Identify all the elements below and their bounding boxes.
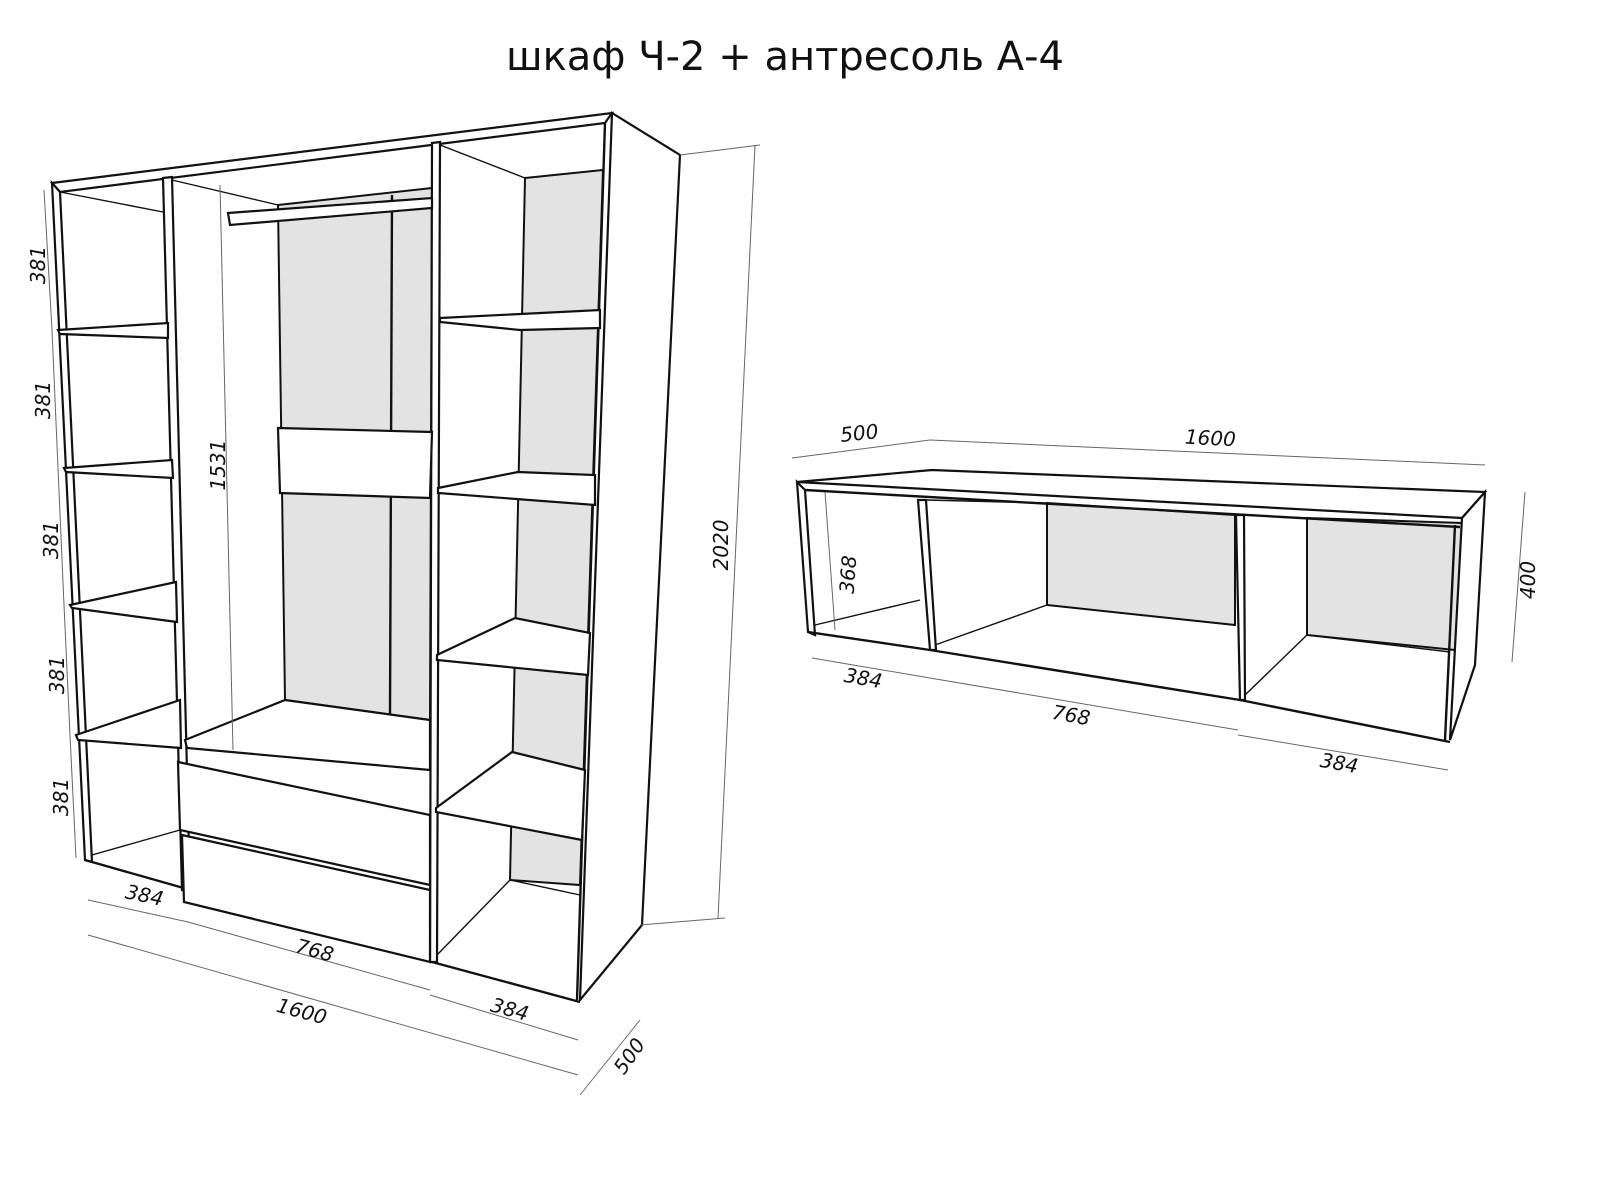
- wardrobe: [49, 111, 682, 1004]
- dim-shelf-5: 381: [49, 778, 73, 816]
- right-shelves: [434, 308, 602, 842]
- dim-rod-height: 1531: [206, 440, 230, 491]
- dim-shelf-3: 381: [39, 521, 63, 559]
- dim-right-width: 384: [488, 993, 531, 1026]
- center-crossbar: [276, 426, 434, 500]
- left-shelves: [56, 321, 183, 750]
- dim-mezz-center-width: 768: [1050, 700, 1092, 730]
- dim-mezz-left-width: 384: [842, 663, 884, 693]
- wardrobe-partition-right: [428, 140, 442, 964]
- dim-left-width: 384: [123, 879, 165, 910]
- dim-shelf-1: 381: [26, 246, 50, 284]
- mezzanine-back-right: [1306, 516, 1464, 652]
- dim-mezz-width: 1600: [1184, 425, 1236, 452]
- mezzanine-back-center: [1046, 501, 1236, 627]
- mezzanine-right-side: [1448, 488, 1487, 741]
- dim-mezz-inner-height: 368: [835, 555, 862, 595]
- dim-shelf-2: 381: [31, 381, 55, 419]
- dim-mezz-height: 400: [1516, 561, 1540, 599]
- center-shelf: [183, 698, 432, 772]
- dim-shelf-4: 381: [45, 656, 69, 694]
- dim-mezz-right-width: 384: [1318, 748, 1360, 778]
- drawer-top: [176, 760, 432, 887]
- mezzanine-dimensions: 500 1600 368 400 384 768 384: [791, 419, 1540, 778]
- dim-total-height: 2020: [709, 520, 733, 571]
- dim-depth: 500: [608, 1033, 650, 1078]
- mezzanine-partition-left: [916, 498, 938, 652]
- mezzanine-left-side: [795, 479, 817, 637]
- hanging-rod: [226, 196, 434, 227]
- dim-total-width: 1600: [274, 993, 329, 1029]
- drawing-title: шкаф Ч-2 + антресоль А-4: [506, 34, 1064, 80]
- dim-mezz-depth: 500: [839, 419, 879, 447]
- drawer-bottom: [180, 833, 432, 964]
- mezzanine: [795, 468, 1488, 744]
- mezzanine-partition-right: [1234, 513, 1247, 702]
